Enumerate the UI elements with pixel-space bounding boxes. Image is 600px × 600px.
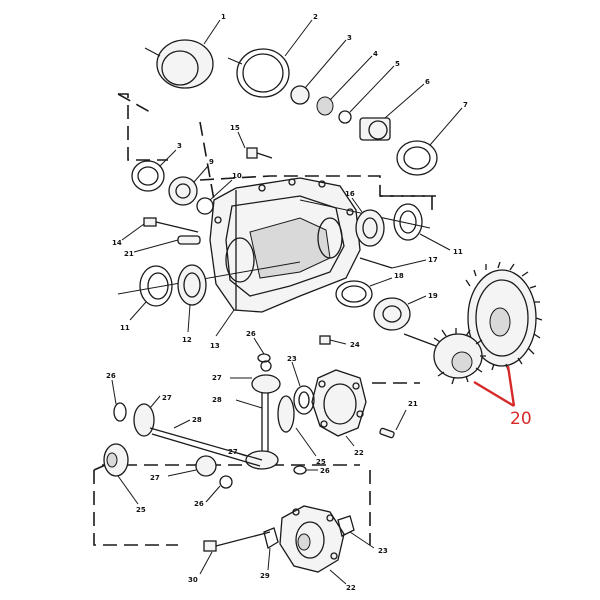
- thrust-washer-26-bottom: [205, 475, 233, 503]
- callout-11-right: 11: [453, 248, 463, 256]
- thrust-washer-26-upper: [253, 337, 271, 363]
- thrust-washer-26-lower: [293, 465, 318, 475]
- callout-21-lower: 21: [408, 400, 418, 408]
- differential-case-22-lower: [279, 505, 347, 585]
- callout-10: 10: [232, 172, 242, 180]
- callout-30: 30: [188, 576, 198, 584]
- cross-shaft-28-left: [149, 419, 263, 467]
- washer-4: [316, 55, 373, 116]
- callout-24: 24: [350, 341, 360, 349]
- gasket-23-lower: [337, 515, 375, 549]
- callout-13: 13: [210, 342, 220, 350]
- stud-17: [359, 257, 427, 269]
- callout-19: 19: [428, 292, 438, 300]
- carrier-housing-13: [209, 177, 361, 337]
- highlight-lead-20: [473, 365, 516, 408]
- pinion-flange-6: [359, 83, 425, 141]
- nut-5: [338, 65, 395, 124]
- callout-7: 7: [463, 101, 468, 109]
- pinion-mate-27-left: [133, 395, 161, 437]
- dust-shield-7: [396, 107, 463, 176]
- callout-26-bottom: 26: [194, 500, 204, 508]
- callout-17: 17: [428, 256, 438, 264]
- callout-23-upper: 23: [287, 355, 297, 363]
- pinion-gear-20: [403, 328, 486, 385]
- seal-3-left: [131, 149, 177, 192]
- callout-21: 21: [124, 250, 134, 258]
- bearing-cup-11-left: [129, 265, 173, 321]
- callout-27-left: 27: [162, 394, 172, 402]
- callout-6: 6: [425, 78, 430, 86]
- callout-26-left: 26: [106, 372, 116, 380]
- bearing-cup-1: [144, 19, 221, 89]
- callout-26-upper: 26: [246, 330, 256, 338]
- callout-12: 12: [182, 336, 192, 344]
- pinion-bearing-19: [373, 295, 427, 331]
- callout-1: 1: [221, 13, 226, 21]
- thrust-washer-26-left: [111, 379, 127, 422]
- callout-11-left: 11: [120, 324, 130, 332]
- pin-14: [121, 217, 199, 241]
- callout-27-upper: 27: [212, 374, 222, 382]
- callout-28-upper: 28: [212, 396, 222, 404]
- callout-labels: 1 2 3 4 5 6 7 3 9 10 15 16 11 14 21 17 1…: [106, 13, 532, 592]
- side-gear-upper-27: [230, 360, 281, 394]
- differential-case-22: [311, 369, 367, 447]
- bearing-16: [351, 197, 385, 247]
- callout-26-right: 26: [320, 467, 330, 475]
- pin-21-lower: [379, 409, 407, 439]
- callout-4: 4: [373, 50, 378, 58]
- callout-20-highlight: 20: [510, 409, 532, 429]
- callout-27-lower: 27: [150, 474, 160, 482]
- callout-29: 29: [260, 572, 270, 580]
- callout-16: 16: [345, 190, 355, 198]
- bearing-9: [168, 165, 209, 206]
- callout-3: 3: [347, 34, 352, 42]
- plug-24: [319, 335, 347, 345]
- side-gear-27-lower: [167, 455, 217, 477]
- pin-21: [133, 235, 201, 253]
- callout-14: 14: [112, 239, 122, 247]
- callout-25-right: 25: [316, 458, 326, 466]
- callout-18: 18: [394, 272, 404, 280]
- callout-22-upper: 22: [354, 449, 364, 457]
- pinion-bearing-cup-18: [335, 277, 393, 308]
- bolt-15: [237, 131, 273, 159]
- callout-25-left: 25: [136, 506, 146, 514]
- lock-29: [263, 527, 279, 571]
- callout-9: 9: [209, 158, 214, 166]
- callout-15: 15: [230, 124, 240, 132]
- bearing-cup-11-right: [393, 203, 451, 251]
- callout-2: 2: [313, 13, 318, 21]
- callout-5: 5: [395, 60, 400, 68]
- seal-2: [227, 19, 313, 98]
- side-gear-25-left: [103, 443, 139, 505]
- callout-28-left: 28: [192, 416, 202, 424]
- callout-3b: 3: [177, 142, 182, 150]
- bearing-12: [177, 264, 207, 333]
- callout-23-lower: 23: [378, 547, 388, 555]
- bolt-30: [199, 531, 271, 575]
- callout-27-right: 27: [228, 448, 238, 456]
- callout-22-lower: 22: [346, 584, 356, 592]
- thrust-washer-23-upper: [291, 361, 315, 415]
- pinion-mate-25-right: [277, 395, 317, 457]
- bearing-3-top: [290, 39, 347, 105]
